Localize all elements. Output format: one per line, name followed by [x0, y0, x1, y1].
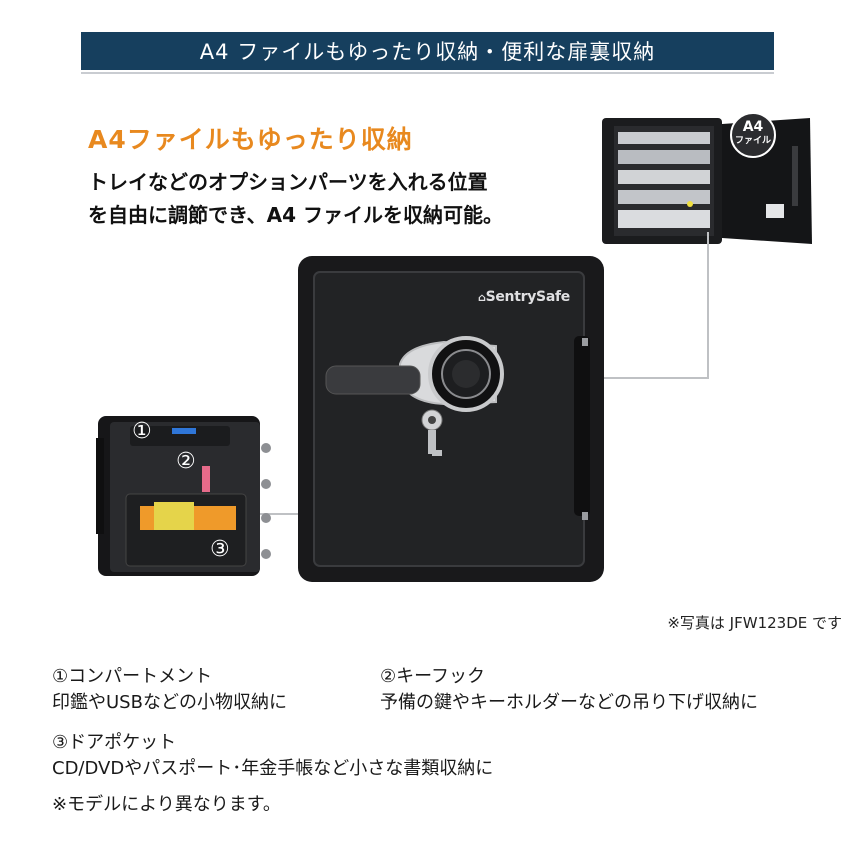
safe-photo — [298, 256, 604, 582]
feature-key-hook-text: 予備の鍵やキーホルダーなどの吊り下げ収納に — [380, 692, 758, 713]
feature-key-hook: ②キーフック 予備の鍵やキーホルダーなどの吊り下げ収納に — [380, 664, 758, 716]
feature-compartment: ①コンパートメント 印鑑やUSBなどの小物収納に — [52, 664, 287, 716]
footnote: ※モデルにより異なります。 — [52, 794, 281, 815]
header-banner: A4 ファイルもゆったり収納・便利な扉裏収納 — [81, 32, 774, 70]
feature-description: トレイなどのオプションパーツを入れる位置 を自由に調節でき、A4 ファイルを収納… — [88, 166, 588, 232]
feature-door-pocket: ③ドアポケット CD/DVDやパスポート･年金手帳など小さな書類収納に — [52, 730, 493, 782]
photo-caption: ※写真は JFW123DE です — [667, 614, 842, 632]
banner-title: A4 ファイルもゆったり収納・便利な扉裏収納 — [199, 40, 656, 64]
brand-logo: ⌂SentrySafe — [478, 289, 570, 305]
marker-2: ② — [176, 449, 196, 474]
lock-icon: ⌂ — [478, 291, 486, 304]
description-line-1: トレイなどのオプションパーツを入れる位置 — [88, 170, 488, 194]
marker-3: ③ — [210, 537, 230, 562]
feature-compartment-text: 印鑑やUSBなどの小物収納に — [52, 692, 287, 713]
feature-headline: A4ファイルもゆったり収納 — [88, 125, 413, 154]
a4-badge-line-1: A4 — [742, 119, 764, 135]
feature-key-hook-title: ②キーフック — [380, 666, 486, 687]
feature-door-pocket-text: CD/DVDやパスポート･年金手帳など小さな書類収納に — [52, 758, 494, 779]
key-icon — [421, 409, 443, 456]
combination-dial-icon — [428, 336, 504, 412]
door-handle-icon — [574, 336, 590, 516]
brand-logo-text: SentrySafe — [485, 289, 571, 305]
a4-badge: A4 ファイル — [730, 112, 776, 158]
description-line-2: を自由に調節でき、A4 ファイルを収納可能。 — [88, 203, 503, 227]
feature-compartment-title: ①コンパートメント — [52, 666, 213, 687]
feature-door-pocket-title: ③ドアポケット — [52, 732, 177, 753]
door-interior-photo — [96, 416, 271, 576]
a4-badge-line-2: ファイル — [734, 136, 771, 146]
marker-1: ① — [132, 419, 152, 444]
banner-divider — [81, 72, 774, 74]
